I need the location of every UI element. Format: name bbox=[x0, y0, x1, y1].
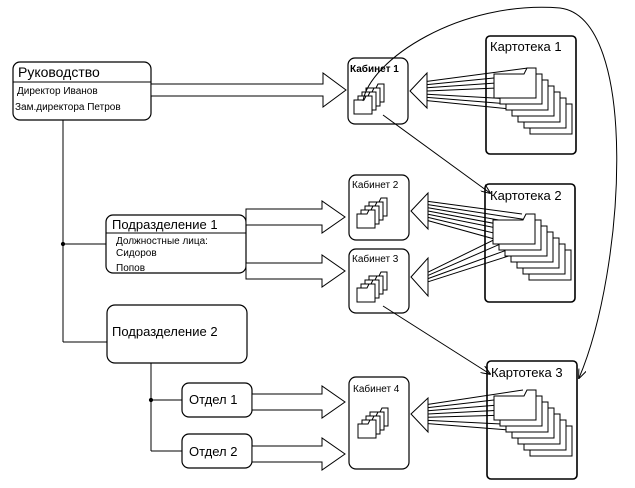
office-2-folder-icon bbox=[356, 197, 388, 229]
folder-stack-3 bbox=[493, 389, 573, 457]
folder-stack-1 bbox=[493, 67, 573, 135]
file-2-label: Картотека 2 bbox=[490, 188, 562, 203]
office-3-label: Кабинет 3 bbox=[352, 254, 399, 265]
file-3-label: Картотека 3 bbox=[491, 365, 563, 380]
folder-stacks bbox=[492, 67, 573, 457]
office-1-label: Кабинет 1 bbox=[350, 64, 399, 75]
office-1-folder-icon bbox=[353, 83, 385, 115]
management-title: Руководство bbox=[18, 64, 100, 80]
division1-box bbox=[105, 214, 247, 274]
office-3-folder-icon bbox=[356, 271, 388, 303]
division1-sidorov: Сидоров bbox=[116, 248, 157, 259]
folder-stack-2 bbox=[492, 213, 572, 281]
division1-officials: Должностные лица: bbox=[116, 236, 208, 247]
division2-title: Подразделение 2 bbox=[112, 324, 218, 339]
office-2-label: Кабинет 2 bbox=[352, 180, 399, 191]
management-box bbox=[12, 61, 152, 121]
division2-box bbox=[106, 304, 248, 364]
triangle-heads bbox=[409, 71, 429, 434]
cross-arrows bbox=[362, 6, 618, 378]
division1-title: Подразделение 1 bbox=[112, 217, 218, 232]
management-director: Директор Иванов bbox=[17, 86, 98, 97]
office-folder-icons bbox=[353, 83, 389, 439]
file-1-label: Картотека 1 bbox=[490, 39, 562, 54]
hierarchy-lines bbox=[60, 119, 183, 452]
dept1-title: Отдел 1 bbox=[189, 392, 238, 407]
wide-arrows bbox=[150, 72, 347, 471]
management-deputy: Зам.директора Петров bbox=[15, 102, 121, 113]
office-4-label: Кабинет 4 bbox=[353, 384, 400, 395]
dept2-title: Отдел 2 bbox=[189, 444, 238, 459]
office-4-folder-icon bbox=[357, 407, 389, 439]
division1-popov: Попов bbox=[116, 263, 146, 274]
